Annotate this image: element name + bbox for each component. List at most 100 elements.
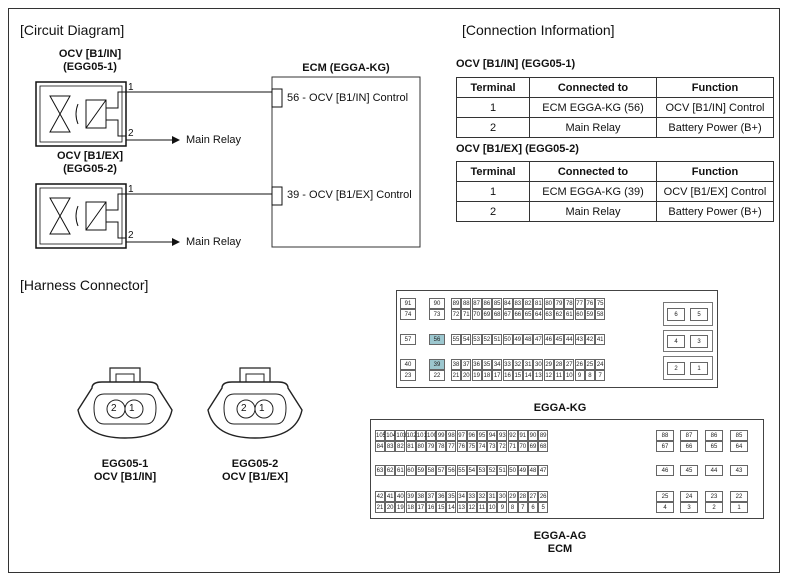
connector-pin-26: 26	[574, 359, 585, 370]
connector-pin-27: 27	[528, 491, 538, 502]
connector-pin-85: 85	[730, 430, 748, 441]
egga-kg-side-box	[663, 302, 713, 326]
connector-pin-5: 5	[690, 308, 708, 321]
connector-pin-93: 93	[497, 430, 508, 441]
main-relay-label-ex: Main Relay	[186, 236, 242, 248]
connector-pin-83: 83	[512, 298, 523, 309]
egga-kg-side-box	[663, 330, 713, 352]
connector-pin-10: 10	[564, 370, 575, 381]
terminal-cell: 2	[456, 201, 530, 222]
connector-pin-91: 91	[400, 298, 416, 309]
connector-pin-6: 6	[528, 502, 538, 513]
connector-pin-17: 17	[415, 502, 426, 513]
connector-pin-7: 7	[595, 370, 606, 381]
connector-pin-80: 80	[415, 441, 426, 452]
connector-pin-21: 21	[451, 370, 461, 381]
connector-pin-53: 53	[471, 334, 482, 345]
connector-pin-46: 46	[543, 334, 554, 345]
connector-pin-26: 26	[538, 491, 549, 502]
connector-pin-35: 35	[446, 491, 457, 502]
connector-pin-50: 50	[507, 465, 518, 476]
connector-pin-82: 82	[395, 441, 406, 452]
connector-pin-67: 67	[502, 309, 513, 320]
connected-cell: Main Relay	[529, 117, 657, 138]
connector-pin-75: 75	[595, 298, 606, 309]
connector-pin-71: 71	[507, 441, 518, 452]
egg05-1-connector	[77, 367, 173, 439]
connector-pin-39: 39	[429, 359, 445, 370]
ocv-in-table: Terminal Connected to Function 1 ECM EGG…	[456, 77, 774, 138]
ecm-pin-56-label: 56 - OCV [B1/IN] Control	[287, 92, 409, 104]
connector-pin-69: 69	[528, 441, 538, 452]
connector-pin-15: 15	[512, 370, 523, 381]
connector-pin-58: 58	[426, 465, 436, 476]
connector-pin-3: 3	[680, 502, 698, 513]
connector-pin-43: 43	[574, 334, 585, 345]
connector-pin-19: 19	[395, 502, 406, 513]
terminal-cell: 1	[456, 97, 530, 118]
connector-pin-96: 96	[466, 430, 477, 441]
function-cell: Battery Power (B+)	[656, 117, 774, 138]
terminal-cell: 2	[456, 117, 530, 138]
connector-pin-57: 57	[400, 334, 416, 345]
connector-pin-48: 48	[523, 334, 534, 345]
connector-pin-74: 74	[477, 441, 487, 452]
connector-pin-44: 44	[564, 334, 575, 345]
egg05-2-pin2: 2	[241, 403, 247, 414]
connector-pin-33: 33	[466, 491, 477, 502]
connector-pin-45: 45	[554, 334, 564, 345]
connector-pin-79: 79	[426, 441, 436, 452]
connector-pin-63: 63	[375, 465, 385, 476]
ocv-ex-pin1: 1	[128, 184, 134, 195]
table-row: 1 ECM EGGA-KG (56) OCV [B1/IN] Control	[456, 97, 774, 118]
terminal-cell: 1	[456, 181, 530, 202]
egga-kg-label: EGGA-KG	[533, 402, 587, 414]
connector-pin-14: 14	[523, 370, 534, 381]
connector-pin-67: 67	[656, 441, 674, 452]
connected-cell: Main Relay	[529, 201, 657, 222]
connector-pin-9: 9	[497, 502, 508, 513]
connector-pin-42: 42	[375, 491, 385, 502]
connector-pin-97: 97	[456, 430, 467, 441]
connector-pin-61: 61	[395, 465, 406, 476]
connector-pin-78: 78	[436, 441, 447, 452]
connector-pin-6: 6	[667, 308, 685, 321]
connector-pin-30: 30	[533, 359, 544, 370]
connector-pin-59: 59	[584, 309, 595, 320]
ocv-ex-symbol	[35, 183, 127, 249]
connector-pin-79: 79	[554, 298, 564, 309]
connector-pin-12: 12	[466, 502, 477, 513]
connector-pin-77: 77	[574, 298, 585, 309]
connector-pin-102: 102	[405, 430, 417, 441]
connector-pin-66: 66	[680, 441, 698, 452]
connector-pin-29: 29	[507, 491, 518, 502]
egga-kg-side-box	[663, 356, 713, 380]
connector-pin-53: 53	[477, 465, 487, 476]
connector-pin-60: 60	[574, 309, 585, 320]
header-connected: Connected to	[529, 77, 657, 98]
connector-pin-94: 94	[487, 430, 498, 441]
connector-pin-4: 4	[667, 335, 685, 348]
connector-pin-7: 7	[517, 502, 528, 513]
connector-pin-54: 54	[461, 334, 472, 345]
connector-pin-88: 88	[656, 430, 674, 441]
connector-pin-78: 78	[564, 298, 575, 309]
connector-pin-36: 36	[436, 491, 447, 502]
connector-pin-5: 5	[538, 502, 549, 513]
connector-pin-55: 55	[456, 465, 467, 476]
connector-pin-18: 18	[405, 502, 416, 513]
connector-pin-71: 71	[461, 309, 472, 320]
connector-pin-104: 104	[385, 430, 396, 441]
connector-pin-95: 95	[477, 430, 487, 441]
connector-pin-65: 65	[523, 309, 534, 320]
connector-pin-70: 70	[471, 309, 482, 320]
function-cell: OCV [B1/EX] Control	[656, 181, 774, 202]
connector-pin-45: 45	[680, 465, 698, 476]
egg05-1-pin1: 1	[129, 403, 135, 414]
connector-pin-44: 44	[705, 465, 723, 476]
connector-pin-73: 73	[429, 309, 445, 320]
harness-connector-title: [Harness Connector]	[20, 277, 149, 293]
connector-pin-43: 43	[730, 465, 748, 476]
